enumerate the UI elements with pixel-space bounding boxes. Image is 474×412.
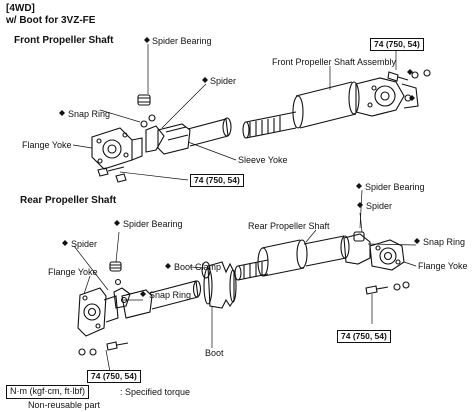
rear-left-bolts	[78, 341, 129, 356]
front-section-title: Front Propeller Shaft	[14, 35, 114, 46]
front-torque-right: 74 (750, 54)	[370, 38, 424, 52]
front-label-flange-yoke: Flange Yoke	[22, 140, 72, 150]
front-spider	[137, 94, 165, 153]
front-label-snap-ring: Snap Ring	[68, 109, 111, 119]
nonreusable-markers	[19, 37, 420, 398]
front-right-yoke	[355, 77, 419, 117]
rear-left-sleeve	[121, 280, 202, 319]
rear-right-bolts	[365, 281, 410, 295]
rear-section-title: Rear Propeller Shaft	[20, 195, 117, 206]
leader-lines	[72, 44, 417, 373]
rear-left-flange	[77, 287, 119, 337]
front-torque-left: 74 (750, 54)	[190, 174, 244, 188]
front-flange-yoke	[91, 127, 143, 170]
header-line2: w/ Boot for 3VZ-FE	[6, 15, 96, 26]
front-sleeve-yoke	[157, 117, 232, 155]
rear-torque-left: 74 (750, 54)	[87, 370, 141, 384]
rear-label-snap-ring-left: Snap Ring	[149, 290, 192, 300]
front-left-bolt	[97, 166, 127, 183]
front-label-sleeve-yoke: Sleeve Yoke	[238, 155, 288, 165]
rear-spline	[234, 259, 269, 281]
front-tube	[292, 81, 360, 129]
rear-label-flange-yoke-right: Flange Yoke	[418, 261, 468, 271]
rear-label-flange-yoke-left: Flange Yoke	[48, 267, 98, 277]
rear-label-snap-ring-right: Snap Ring	[423, 237, 466, 247]
front-spline	[242, 111, 297, 139]
front-right-bolt	[387, 69, 431, 82]
rear-label-spider-bearing-right: Spider Bearing	[365, 182, 425, 192]
front-label-spider-bearing: Spider Bearing	[152, 36, 212, 46]
front-label-assembly: Front Propeller Shaft Assembly	[272, 57, 397, 67]
rear-label-rear-shaft: Rear Propeller Shaft	[248, 221, 330, 231]
rear-label-boot-clamp: Boot Clamp	[174, 262, 222, 272]
rear-label-boot: Boot	[205, 348, 224, 358]
rear-label-spider-left: Spider	[71, 239, 98, 249]
legend-torque-desc: : Specified torque	[120, 387, 191, 397]
rear-tube	[257, 235, 350, 277]
rear-label-spider-bearing-left: Spider Bearing	[123, 219, 183, 229]
legend-torque-unit: N·m (kgf·cm, ft·lbf)	[6, 385, 89, 399]
front-label-spider: Spider	[210, 76, 237, 86]
rear-left-spider	[109, 261, 131, 309]
header-line1: [4WD]	[6, 3, 35, 14]
boot	[203, 261, 237, 309]
rear-torque-right: 74 (750, 54)	[337, 330, 391, 344]
rear-label-spider-right: Spider	[366, 201, 393, 211]
legend-nonreusable: Non-reusable part	[28, 400, 101, 410]
rear-right-yoke	[343, 231, 405, 271]
